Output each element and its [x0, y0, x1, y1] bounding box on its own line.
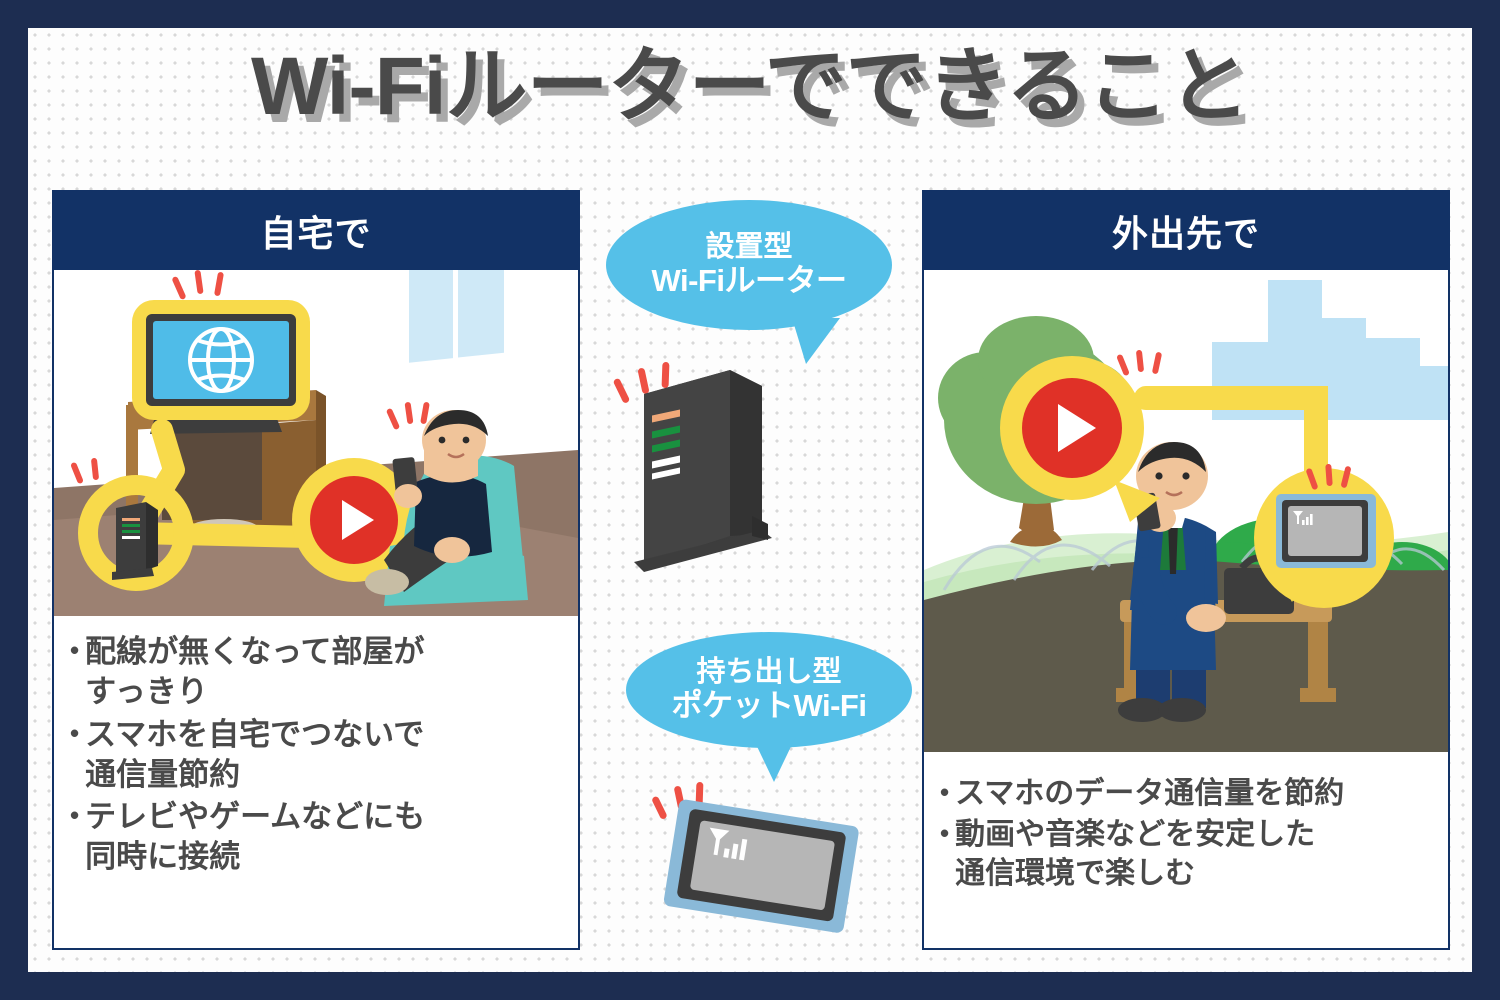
- wifi-router-device: [612, 348, 822, 598]
- pocket-wifi-callout: [1254, 468, 1394, 608]
- spark-marks: [613, 362, 670, 403]
- bullet-dot: •: [70, 717, 80, 748]
- bubble-tail-top: [792, 318, 840, 364]
- bullet-dot: •: [940, 818, 950, 848]
- bullet-text: テレビやゲームなどにも 同時に接続: [85, 799, 426, 875]
- signal-icon: [709, 827, 748, 861]
- play-button-callout: [1000, 356, 1328, 522]
- bullet-dot: •: [70, 800, 80, 831]
- man-on-sofa-with-smartphone: [365, 410, 492, 595]
- list-item: • スマホのデータ通信量を節約: [940, 774, 1434, 813]
- bubble-line-1: 持ち出し型: [696, 656, 842, 689]
- bubble-pocket-wifi: 持ち出し型 ポケットWi-Fi: [626, 632, 912, 748]
- wifi-router: [78, 475, 194, 591]
- bullet-dot: •: [70, 635, 80, 665]
- bullet-text: スマホのデータ通信量を節約: [955, 777, 1345, 810]
- bubble-fixed-router: 設置型 Wi-Fiルーター: [606, 200, 892, 330]
- pocket-wifi-device: [650, 778, 870, 938]
- home-bullet-list: • 配線が無くなって部屋が すっきり • スマホを自宅でつないで 通信量節約 •…: [54, 616, 578, 878]
- panel-home: 自宅で: [52, 190, 580, 950]
- bubble-line-2: ポケットWi-Fi: [671, 687, 867, 723]
- bubble-tail-bottom: [752, 736, 796, 782]
- panel-outdoor-header: 外出先で: [924, 192, 1448, 270]
- bubble-line-2: Wi-Fiルーター: [651, 262, 847, 298]
- bubble-line-1: 設置型: [705, 231, 793, 264]
- list-item: • 動画や音楽などを安定した 通信環境で楽しむ: [940, 815, 1434, 893]
- man-in-suit-on-bench-with-smartphone: [1118, 442, 1226, 722]
- bullet-text: スマホを自宅でつないで 通信量節約: [85, 716, 425, 792]
- list-item: • 配線が無くなって部屋が すっきり: [70, 632, 564, 713]
- panel-outdoor: 外出先で: [922, 190, 1450, 950]
- list-item: • スマホを自宅でつないで 通信量節約: [70, 715, 564, 796]
- window-icon: [409, 270, 504, 363]
- spark-marks: [1117, 350, 1351, 490]
- panel-home-header: 自宅で: [54, 192, 578, 270]
- outdoor-bullet-list: • スマホのデータ通信量を節約 • 動画や音楽などを安定した 通信環境で楽しむ: [924, 752, 1448, 893]
- page-title: Wi-Fiルーターでできること: [250, 41, 1250, 132]
- outdoor-scene-illustration: [924, 270, 1448, 752]
- bullet-text: 動画や音楽などを安定した 通信環境で楽しむ: [955, 818, 1316, 890]
- pocket-wifi-svg: [652, 782, 859, 933]
- tv-with-globe-icon: [132, 300, 310, 420]
- signal-icon: [1293, 511, 1313, 525]
- spark-marks: [71, 270, 430, 484]
- home-scene-svg: [54, 270, 578, 616]
- home-scene-illustration: [54, 270, 578, 616]
- list-item: • テレビやゲームなどにも 同時に接続: [70, 797, 564, 878]
- outdoor-scene-svg: [924, 270, 1448, 752]
- bullet-text: 配線が無くなって部屋が すっきり: [85, 634, 425, 710]
- router-svg: [613, 362, 772, 572]
- bullet-dot: •: [940, 777, 950, 807]
- play-button-callout: [292, 458, 416, 582]
- globe-icon: [188, 327, 254, 393]
